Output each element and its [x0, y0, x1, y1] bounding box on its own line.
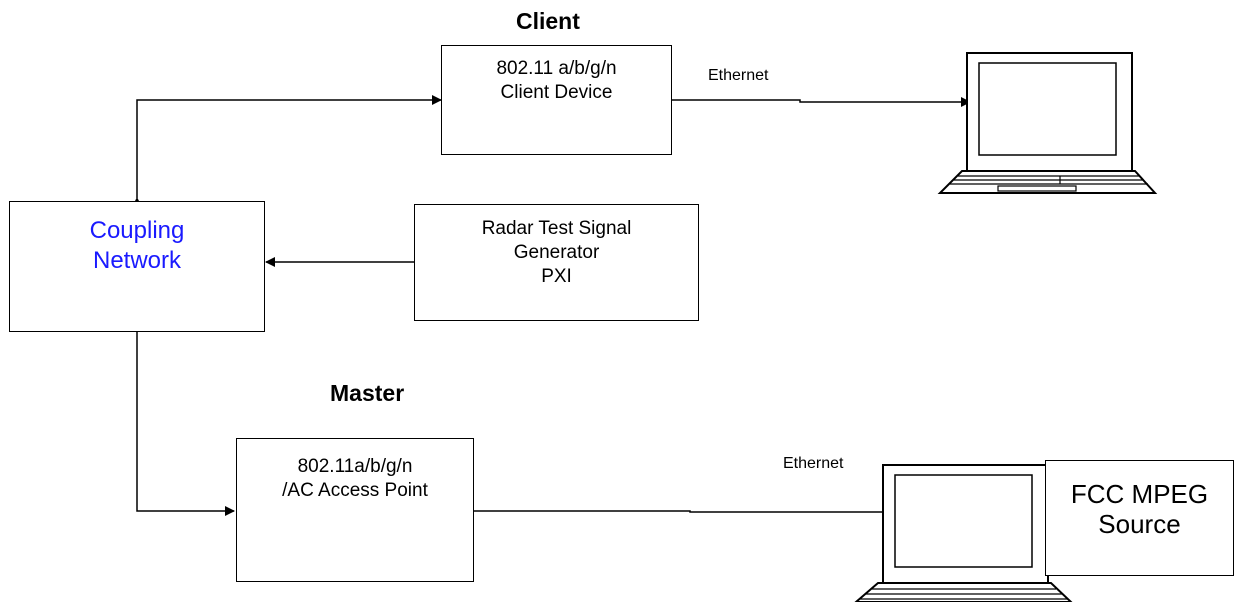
mpeg-source-box: FCC MPEG Source [1045, 460, 1234, 576]
coupling-network-line-2: Network [92, 247, 182, 274]
access-point-line-1: 802.11a/b/g/n [297, 456, 413, 477]
client-device-line-2: Client Device [500, 82, 613, 103]
radar-generator-line-3: PXI [541, 266, 572, 287]
radar-generator-box: Radar Test Signal Generator PXI [414, 204, 699, 321]
client-device-box: 802.11 a/b/g/n Client Device [441, 45, 672, 155]
client-heading: Client [516, 8, 580, 34]
radar-generator-line-2: Generator [513, 242, 600, 263]
ap-laptop-connector [465, 506, 913, 517]
ethernet-label-bottom: Ethernet [783, 455, 844, 472]
radar-generator-line-1: Radar Test Signal [481, 218, 632, 239]
laptop-icon [937, 52, 1158, 194]
access-point-line-2: /AC Access Point [282, 480, 428, 501]
coupling-ap-connector [136, 332, 235, 516]
coupling-network-line-1: Coupling [89, 217, 185, 244]
access-point-box: 802.11a/b/g/n /AC Access Point [236, 438, 474, 582]
mpeg-source-line-1: FCC MPEG [1070, 479, 1209, 509]
coupling-network-box: Coupling Network [9, 201, 265, 332]
master-heading: Master [330, 380, 405, 406]
ethernet-label-top: Ethernet [708, 67, 769, 84]
coupling-client-connector [132, 95, 442, 207]
client-device-line-1: 802.11 a/b/g/n [496, 58, 617, 79]
laptop-icon [854, 464, 1073, 602]
mpeg-source-line-2: Source [1098, 509, 1181, 539]
client-laptop-connector [663, 95, 971, 107]
